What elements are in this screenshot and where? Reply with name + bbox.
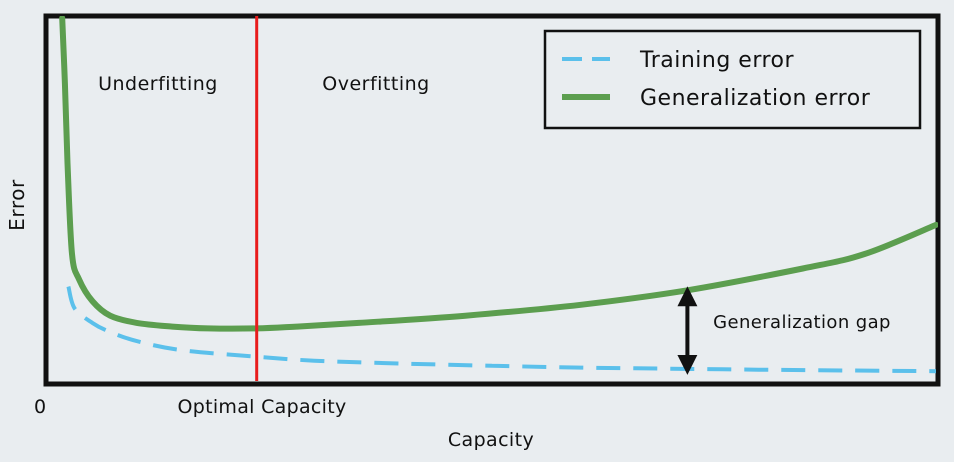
generalization-gap-label: Generalization gap	[713, 312, 891, 333]
x-axis-label: Capacity	[448, 429, 534, 451]
region-label-underfitting: Underfitting	[98, 73, 218, 95]
series-training-error-line	[66, 286, 937, 374]
series-generalization-error-line	[59, 16, 938, 332]
legend-label-generalization-error: Generalization error	[640, 86, 871, 111]
plot-frame	[43, 13, 941, 387]
x-axis-origin-label: 0	[34, 396, 46, 418]
legend-label-training-error: Training error	[639, 48, 795, 73]
series-layer	[59, 16, 938, 374]
optimal-capacity-label: Optimal Capacity	[177, 396, 346, 418]
legend: Training error Generalization error	[543, 29, 922, 130]
legend-box	[543, 29, 922, 130]
y-axis-label: Error	[5, 179, 29, 231]
region-label-overfitting: Overfitting	[322, 73, 429, 95]
